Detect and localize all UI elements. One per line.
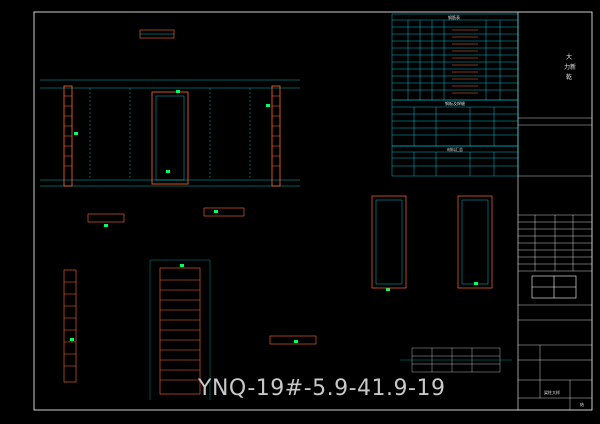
sheet-border [33, 11, 593, 411]
top-section [139, 29, 175, 39]
project-label-3: 乾 [566, 74, 573, 81]
highlight-marks [70, 90, 478, 343]
title-block-lines [518, 117, 592, 410]
material-summary-table [391, 145, 519, 177]
section-details-mid [63, 207, 317, 395]
project-label: 大 [566, 54, 573, 61]
column-section-right-inner [375, 199, 489, 285]
main-column-rebars [64, 279, 200, 381]
drawing-title: 梁柱大样 [544, 390, 560, 395]
main-column-dims [149, 259, 211, 400]
summary-table-title: 材料汇总 [447, 147, 463, 152]
floor-plan [400, 347, 512, 373]
rebar-schedule-table [391, 13, 519, 101]
project-label-2: 力新 [564, 64, 577, 71]
drawing-watermark: YNQ-19#-5.9-41.9-19 [198, 376, 446, 401]
rebar-table-title: 钢筋表 [448, 15, 460, 20]
column-section-right [371, 195, 493, 289]
sheet-number: 结 [580, 402, 584, 407]
column-ties-left [64, 95, 280, 167]
beam-columns [63, 85, 281, 187]
rebar-schedule-shapes [452, 29, 478, 94]
logo-box [531, 275, 577, 299]
plate-table-title: 钢板及焊缝 [445, 101, 465, 106]
